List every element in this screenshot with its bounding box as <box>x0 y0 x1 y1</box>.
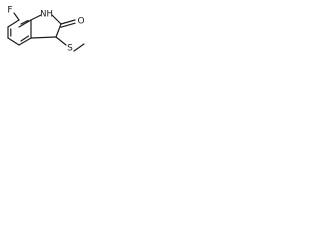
bond-c2-c3 <box>55 23 62 38</box>
bond-c2-o-a <box>60 19 76 25</box>
nitrogen-h-label: NH <box>40 10 53 20</box>
bond-n-c2 <box>51 14 62 25</box>
bond-c3-c3a <box>30 36 57 39</box>
bond-c3-s <box>55 36 67 46</box>
bond-ring-c7-c7a <box>18 19 32 28</box>
bond-c2-o-b <box>60 22 76 28</box>
bond-c7a-n <box>30 14 42 21</box>
bond-s-ch3 <box>73 43 85 52</box>
sulfur-label: S <box>67 44 73 54</box>
lactam-ring <box>30 14 62 39</box>
bond-ring-c6-c7 <box>7 19 20 28</box>
benzene-ring <box>7 19 32 46</box>
bond-ring-double-1 <box>20 19 29 25</box>
bond-c7-f <box>13 12 20 21</box>
oxygen-label: O <box>77 17 84 27</box>
fluorine-label: F <box>7 6 12 16</box>
molecule-structure-diagram: F NH O S <box>7 6 85 54</box>
bond-ring-c4-c5 <box>7 37 20 46</box>
bond-ring-c3a-c4 <box>18 37 32 46</box>
bond-ring-double-2 <box>20 35 30 42</box>
